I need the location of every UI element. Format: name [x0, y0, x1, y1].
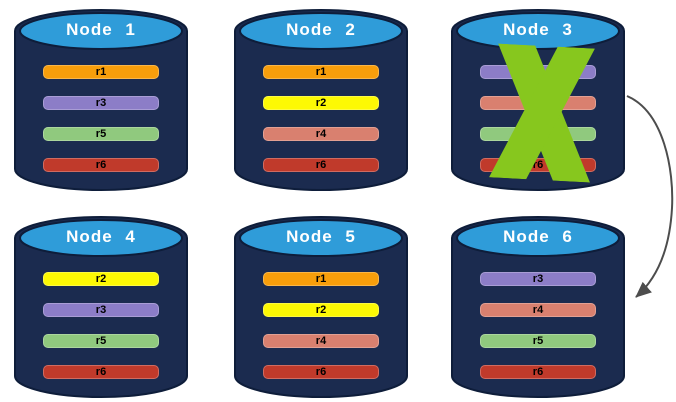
replica-bar-r1: r1: [263, 272, 379, 286]
replica-bar-r4: r4: [480, 303, 596, 317]
cylinder-top: [456, 12, 620, 50]
replica-bar-r1: r1: [263, 65, 379, 79]
cylinder-top: [19, 12, 183, 50]
node-title: Node 5: [286, 227, 356, 246]
replica-bar-r6: r6: [263, 365, 379, 379]
failure-x-icon: [489, 43, 595, 183]
node-6-cylinder: Node 6 r3 r4 r5 r6: [450, 215, 626, 399]
replica-bar-r6: r6: [480, 365, 596, 379]
replica-bar-r3: r3: [43, 96, 159, 110]
replica-list: r3 r4 r5 r6: [450, 272, 626, 379]
replica-bar-r2: r2: [263, 96, 379, 110]
replica-bar-r4: r4: [263, 334, 379, 348]
replica-bar-r3: r3: [480, 272, 596, 286]
replica-bar-r5: r5: [43, 127, 159, 141]
node-title: Node 1: [66, 20, 136, 39]
node-2-cylinder: Node 2 r1 r2 r4 r6: [233, 8, 409, 192]
replica-bar-r6: r6: [43, 158, 159, 172]
cylinder-top: [239, 12, 403, 50]
replica-bar-r4: r4: [263, 127, 379, 141]
replica-bar-r2: r2: [43, 272, 159, 286]
x-stroke: [489, 46, 595, 180]
cylinder-top: [239, 219, 403, 257]
replica-bar-r3: r3: [43, 303, 159, 317]
node-title: Node 6: [503, 227, 573, 246]
replica-list: r1 r2 r4 r6: [233, 65, 409, 172]
replica-list: r1 r3 r5 r6: [13, 65, 189, 172]
node-1-cylinder: Node 1 r1 r3 r5 r6: [13, 8, 189, 192]
node-title: Node 3: [503, 20, 573, 39]
node-title: Node 2: [286, 20, 356, 39]
replica-bar-r5: r5: [480, 334, 596, 348]
replica-list: r2 r3 r5 r6: [13, 272, 189, 379]
replica-bar-r6: r6: [263, 158, 379, 172]
cylinder-top: [19, 219, 183, 257]
arrow-curve: [626, 95, 674, 298]
replica-bar-r2: r2: [263, 303, 379, 317]
node-title: Node 4: [66, 227, 136, 246]
replica-bar-r1: r1: [43, 65, 159, 79]
replica-bar-r6: r6: [43, 365, 159, 379]
node-4-cylinder: Node 4 r2 r3 r5 r6: [13, 215, 189, 399]
replica-bar-r5: r5: [43, 334, 159, 348]
replica-list: r1 r2 r4 r6: [233, 272, 409, 379]
node-5-cylinder: Node 5 r1 r2 r4 r6: [233, 215, 409, 399]
cylinder-top: [456, 219, 620, 257]
